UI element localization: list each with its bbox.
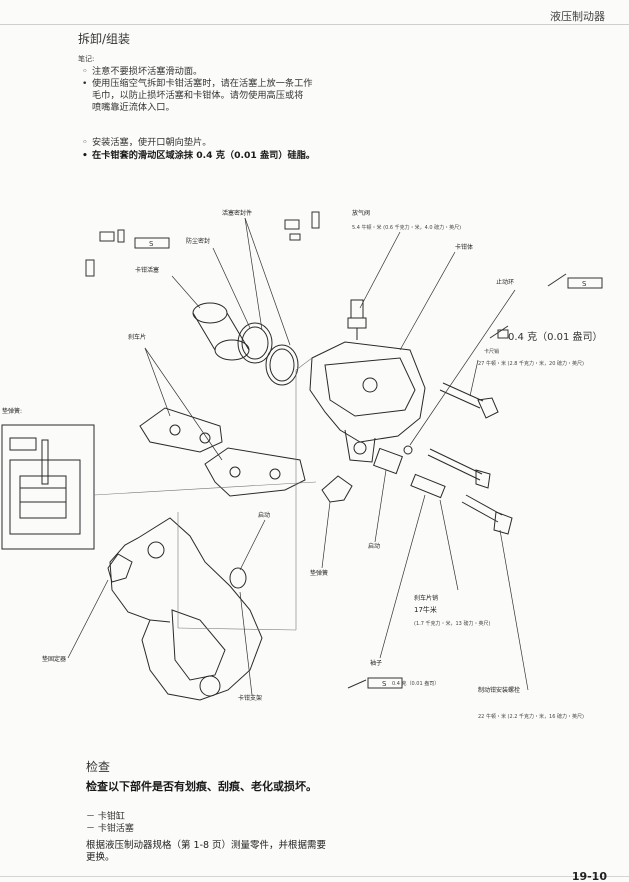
svg-text:S: S bbox=[582, 280, 587, 288]
grease-icon bbox=[285, 212, 319, 240]
caliper-body bbox=[310, 342, 425, 462]
bleed-valve bbox=[348, 300, 366, 340]
note-item-emphasis: •在卡钳套的滑动区域涂抹 0.4 克（0.01 盎司）硅脂。 bbox=[82, 150, 316, 161]
inspection-item: － 卡钳缸 bbox=[86, 812, 125, 822]
label-pad-spring: 垫弹簧 bbox=[310, 570, 329, 577]
grease-icon: S bbox=[348, 678, 402, 688]
grease-icon bbox=[490, 326, 508, 338]
grease-icon bbox=[86, 260, 94, 276]
svg-text:S: S bbox=[149, 240, 154, 248]
label-boot-upper: 启动 bbox=[258, 512, 271, 519]
label-dust-seal: 防尘密封 bbox=[186, 238, 211, 245]
inspection-item: － 卡钳活塞 bbox=[86, 824, 134, 834]
label-caliper-bolt: 卡尺销 bbox=[484, 349, 500, 355]
grease-icon: S bbox=[100, 230, 169, 248]
header-title: 液压制动器 bbox=[550, 10, 605, 23]
note-item: ◦安装活塞，使开口朝向垫片。 bbox=[82, 137, 212, 148]
boot bbox=[374, 448, 403, 473]
label-brake-pads: 刹车片 bbox=[128, 334, 147, 341]
note-item-continued: 毛巾，以防止损坏活塞和卡钳体。请勿使用高压或将 bbox=[92, 90, 304, 101]
exploded-caliper-diagram: S S S bbox=[0, 190, 629, 730]
note-item-continued: 喷嘴靠近流体入口。 bbox=[92, 102, 175, 113]
caliper-piston bbox=[193, 303, 249, 360]
brake-pad bbox=[140, 408, 222, 452]
label-pad-retainer: 垫固定器 bbox=[42, 656, 67, 663]
header-rule bbox=[0, 24, 629, 25]
svg-text:S: S bbox=[382, 680, 387, 688]
label-piston-seal: 活塞密封件 bbox=[222, 210, 253, 217]
brake-pad bbox=[205, 448, 305, 496]
label-stop-ring: 止动环 bbox=[496, 279, 515, 286]
footer-rule bbox=[0, 876, 629, 877]
mounting-bolt bbox=[462, 495, 512, 534]
section-title: 拆卸/组装 bbox=[78, 32, 131, 46]
label-caliper-piston: 卡钳活塞 bbox=[135, 267, 160, 274]
label-mounting-bolt: 制动钳安装螺栓 bbox=[478, 687, 521, 694]
label-collar: 袖子 bbox=[370, 660, 383, 667]
inspection-body: 检查以下部件是否有划痕、刮痕、老化或损坏。 bbox=[86, 780, 317, 793]
inspection-title: 检查 bbox=[86, 760, 111, 774]
spec-mounting-bolt-torque: 22 牛顿・米 (2.2 千克力・米，16 磅力・英尺) bbox=[478, 714, 584, 720]
collar bbox=[411, 474, 445, 497]
boot bbox=[230, 568, 246, 588]
pad-retainer bbox=[108, 554, 132, 582]
pad-spring bbox=[322, 476, 352, 502]
page-number: 19-10 bbox=[571, 871, 607, 882]
label-pad-spring-detail: 垫弹簧: bbox=[2, 408, 23, 415]
grease-icon: S bbox=[548, 274, 602, 288]
label-collar-grease: 0.4 克（0.01 盎司） bbox=[392, 681, 440, 687]
label-bleed-valve: 放气阀 bbox=[352, 210, 371, 217]
caliper-bracket bbox=[110, 518, 262, 700]
pad-pin bbox=[428, 449, 490, 488]
note-item: ◦注意不要损坏活塞滑动面。 bbox=[82, 66, 203, 77]
label-caliper-body: 卡钳体 bbox=[455, 244, 474, 251]
spec-pad-pin-torque-detail: (1.7 千克力・米，13 磅力・英尺) bbox=[414, 621, 491, 627]
inspection-final: 根据液压制动器规格（第 1-8 页）测量零件，并根据需要 更换。 bbox=[86, 840, 327, 863]
label-boot-lower: 启动 bbox=[368, 543, 381, 550]
pad-spring-detail bbox=[2, 425, 94, 549]
piston-seal bbox=[266, 345, 298, 385]
stop-ring bbox=[404, 446, 412, 454]
dust-seal bbox=[238, 323, 272, 363]
note-item: •使用压缩空气拆卸卡钳活塞时，请在活塞上放一条工作 bbox=[82, 78, 313, 89]
label-caliper-bracket: 卡钳支架 bbox=[238, 695, 263, 702]
spec-bleed-valve-torque: 5.4 牛顿・米 (0.6 千克力・米，4.0 磅力・英尺) bbox=[352, 225, 462, 231]
label-pad-pin: 刹车片销 bbox=[414, 595, 439, 602]
spec-pad-pin-torque: 17牛米 bbox=[414, 606, 437, 614]
label-grease-amount: 0.4 克（0.01 盎司） bbox=[508, 332, 603, 343]
spec-caliper-bolt-torque: 27 牛顿・米 (2.8 千克力・米，20 磅力・英尺) bbox=[478, 361, 584, 367]
note-label: 笔记: bbox=[78, 55, 95, 63]
